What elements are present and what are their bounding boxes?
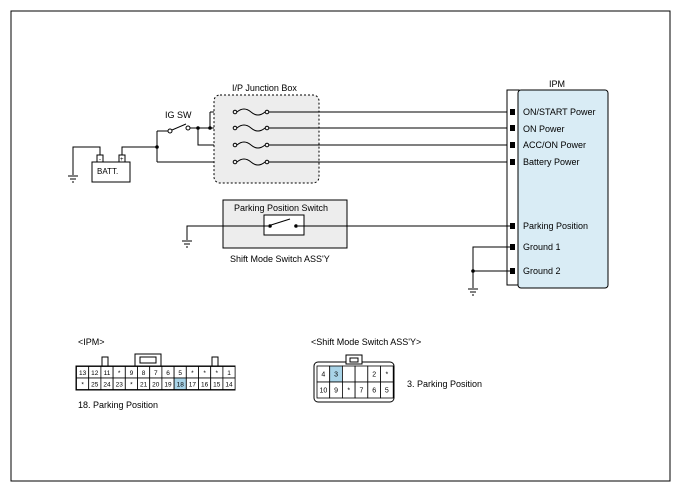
connector-pin-label: *: [385, 372, 388, 379]
connector-pin-label: 24: [103, 381, 111, 388]
connector-pin-cell: [354, 365, 369, 383]
ipm-pin-label: ON Power: [523, 124, 565, 134]
connector-pin-label: *: [347, 388, 350, 395]
ipm-title: IPM: [549, 79, 566, 89]
ipm-pin-terminals: [510, 109, 515, 274]
ipm-pin-label: Battery Power: [523, 157, 580, 167]
connector-pin-label: 3: [334, 372, 338, 379]
outer-frame: [10, 10, 671, 482]
ipm-pin-label: Parking Position: [523, 221, 589, 231]
ipm-connector-title: <IPM>: [78, 337, 105, 347]
connector-pin-label: 5: [178, 370, 182, 377]
parking-switch-symbol: [268, 218, 298, 228]
connector-pin-label: 17: [189, 381, 197, 388]
ipm-pin-label: ON/START Power: [523, 107, 596, 117]
ground1-wire: [472, 246, 510, 288]
svg-text:+: +: [120, 157, 124, 163]
connector-pin-label: 21: [140, 381, 148, 388]
fuse-icons: [232, 108, 270, 166]
shift-connector-title: <Shift Mode Switch ASS'Y>: [311, 337, 422, 347]
connector-pin-label: 15: [213, 381, 221, 388]
ipm-pin-label: ACC/ON Power: [523, 140, 587, 150]
ipm-connector-face: 13 12 11 * 9 8 7 6 5 * * * 1 * 25 24 23 * 21 20 19 18 17 16 15 14: [75, 353, 236, 391]
power-wires: [269, 111, 510, 163]
connector-pin-label: 14: [225, 381, 233, 388]
junction-box: [213, 94, 320, 184]
connector-pin-label: 1: [227, 370, 231, 377]
connector-pin-label: 11: [104, 370, 111, 377]
connector-pin-label: 23: [116, 381, 124, 388]
connector-pin-label: 7: [359, 388, 363, 395]
connector-pin-label: 5: [385, 388, 389, 395]
connector-pin-label: 20: [152, 381, 160, 388]
shift-assembly-label: Shift Mode Switch ASS'Y: [230, 254, 330, 264]
ground-icon: [182, 240, 192, 248]
connector-pin-label: 6: [372, 388, 376, 395]
connector-pin-label: 10: [319, 388, 327, 395]
ipm-box: [517, 89, 609, 289]
ipm-pin-label: Ground 1: [523, 242, 561, 252]
connector-pin-label: *: [203, 370, 206, 377]
connector-pin-label: 19: [164, 381, 172, 388]
parking-switch-title: Parking Position Switch: [234, 203, 329, 213]
shift-connector-face: 4 3 2 * 10 9 * 7 6 5: [313, 354, 395, 403]
connector-pin-label: 4: [321, 372, 325, 379]
connector-pin-label: 2: [372, 372, 376, 379]
connector-pin-label: *: [81, 381, 84, 388]
ipm-connector-strip: [506, 89, 520, 286]
battery-label: BATT.: [97, 167, 119, 176]
ipm-pin-label: Ground 2: [523, 266, 561, 276]
connector-pin-label: 18: [177, 381, 185, 388]
ig-switch-label: IG SW: [165, 110, 192, 120]
batt-neg-wire: [72, 146, 101, 175]
connector-pin-label: 7: [154, 370, 158, 377]
ground-icon: [468, 288, 478, 296]
batt-pos-wire: [121, 146, 157, 155]
connector-pin-label: *: [216, 370, 219, 377]
ground-icon: [68, 175, 78, 183]
connector-pin-cell: [341, 365, 356, 383]
connector-pin-label: *: [118, 370, 121, 377]
connector-pin-label: *: [130, 381, 133, 388]
connector-pin-label: 9: [130, 370, 134, 377]
junction-box-title: I/P Junction Box: [232, 83, 297, 93]
connector-pin-label: 6: [166, 370, 170, 377]
ipm-connector-note: 18. Parking Position: [78, 400, 159, 410]
connector-pin-cell: [380, 381, 394, 399]
connector-pin-label: 16: [201, 381, 209, 388]
svg-text:-: -: [99, 157, 101, 163]
connector-pin-cell: [222, 377, 236, 390]
shift-connector-note: 3. Parking Position: [407, 379, 483, 389]
connector-pin-label: 13: [79, 370, 87, 377]
connector-pin-label: 12: [91, 370, 99, 377]
connector-pin-label: 8: [142, 370, 146, 377]
battery-symbol: - +: [91, 154, 131, 183]
connector-pin-label: *: [191, 370, 194, 377]
connector-pin-label: 9: [334, 388, 338, 395]
connector-pin-label: 25: [91, 381, 99, 388]
parking-switch-contact-box: [263, 214, 305, 236]
